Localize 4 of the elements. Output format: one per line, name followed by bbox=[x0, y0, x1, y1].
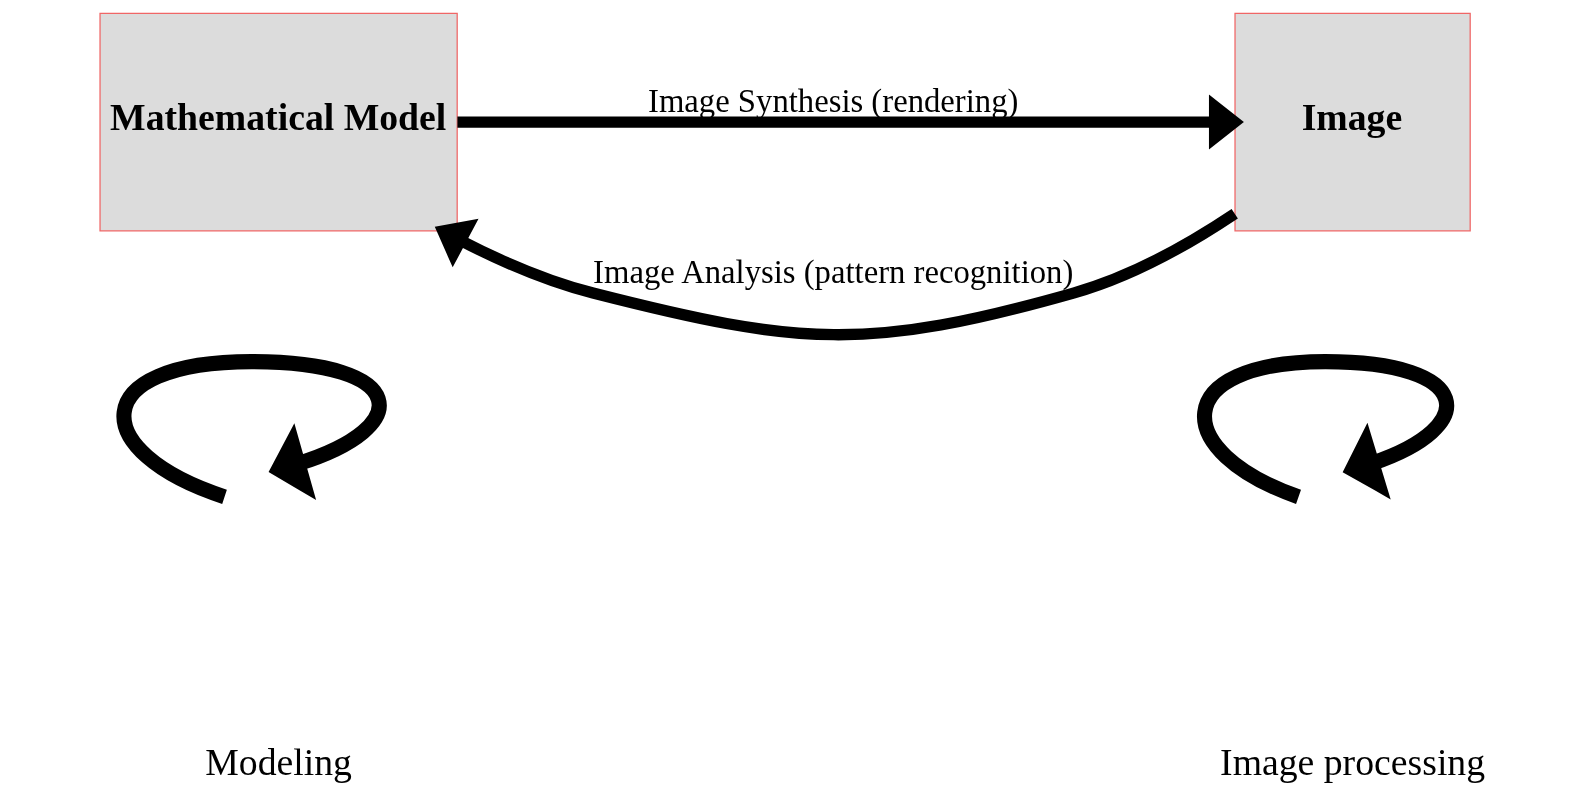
label: Image processing bbox=[1219, 741, 1485, 784]
edge-label: Image Synthesis (rendering) bbox=[647, 82, 1018, 119]
edge-label: Image Analysis (pattern recognition) bbox=[592, 253, 1073, 290]
label: Modeling bbox=[204, 741, 352, 784]
